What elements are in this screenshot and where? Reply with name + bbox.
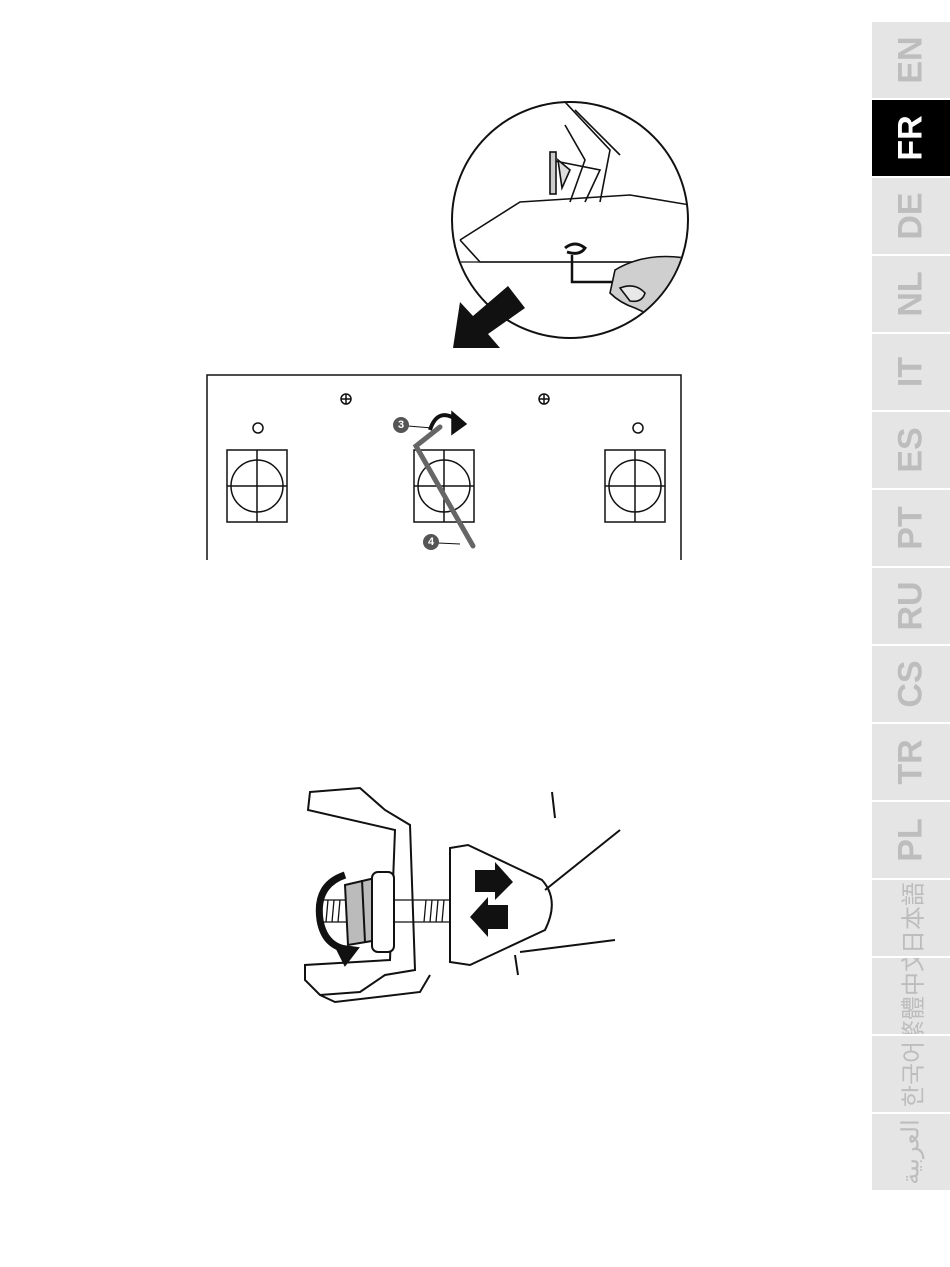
- illustration-hex-key-adjustment: 3 4: [190, 90, 710, 570]
- language-tab-10[interactable]: PL: [872, 802, 950, 878]
- language-tab-4[interactable]: IT: [872, 334, 950, 410]
- language-tab-14[interactable]: العربية: [872, 1114, 950, 1190]
- language-tab-label: DE: [892, 192, 931, 239]
- callout-4: 4: [423, 534, 439, 550]
- language-tab-label: NL: [892, 271, 931, 316]
- language-tab-0[interactable]: EN: [872, 22, 950, 98]
- callout-3: 3: [393, 417, 409, 433]
- language-tab-label: RU: [892, 581, 931, 630]
- language-tab-label: PT: [892, 506, 931, 549]
- language-tab-label: EN: [892, 36, 931, 83]
- hex-key-diagram: [190, 90, 710, 570]
- language-tab-3[interactable]: NL: [872, 256, 950, 332]
- language-tab-9[interactable]: TR: [872, 724, 950, 800]
- illustration-clamp-nut: [290, 780, 630, 1030]
- language-tab-7[interactable]: RU: [872, 568, 950, 644]
- language-tab-label: TR: [892, 739, 931, 784]
- language-tab-label: ES: [892, 427, 931, 472]
- language-tab-5[interactable]: ES: [872, 412, 950, 488]
- language-tab-6[interactable]: PT: [872, 490, 950, 566]
- language-tab-8[interactable]: CS: [872, 646, 950, 722]
- language-tab-label: العربية: [897, 1119, 926, 1185]
- language-tab-11[interactable]: 日本語: [872, 880, 950, 956]
- language-tab-label: 繁體中文: [894, 958, 929, 1034]
- language-tab-label: 한국어: [894, 1041, 929, 1107]
- clamp-diagram: [290, 780, 630, 1030]
- language-tab-12[interactable]: 繁體中文: [872, 958, 950, 1034]
- language-tabs: EN FR DE NL IT ES PT RU CS TR PL 日本語繁體中文 한국어 العربية: [872, 22, 950, 1267]
- language-tab-2[interactable]: DE: [872, 178, 950, 254]
- language-tab-13[interactable]: 한국어: [872, 1036, 950, 1112]
- zoom-detail-circle: [452, 102, 710, 348]
- language-tab-label: IT: [892, 357, 931, 387]
- language-tab-label: 日本語: [894, 882, 929, 954]
- language-tab-label: CS: [892, 660, 931, 707]
- base-plate: [207, 375, 681, 560]
- language-tab-label: FR: [892, 115, 931, 160]
- language-tab-label: PL: [892, 818, 931, 861]
- language-tab-1[interactable]: FR: [872, 100, 950, 176]
